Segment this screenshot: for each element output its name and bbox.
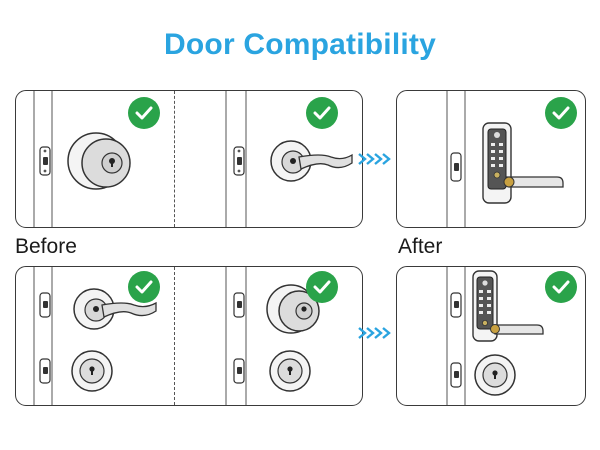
after-label: After xyxy=(398,235,443,258)
check-circle-icon xyxy=(306,271,338,303)
check-circle-icon xyxy=(128,271,160,303)
chevron-triple-right-icon xyxy=(358,327,391,339)
check-circle-icon xyxy=(128,97,160,129)
chevron-triple-right-icon xyxy=(358,153,391,165)
check-circle-icon xyxy=(545,271,577,303)
check-circle-icon xyxy=(306,97,338,129)
check-circle-icon xyxy=(545,97,577,129)
page-title: Door Compatibility xyxy=(164,28,436,61)
strike-plate-icon xyxy=(39,146,51,176)
after-panel-top xyxy=(396,90,586,228)
after-panel-bottom xyxy=(396,266,586,406)
panel-divider xyxy=(174,267,175,405)
panel-divider xyxy=(174,91,175,227)
before-panel-bottom xyxy=(15,266,363,406)
before-panel-top xyxy=(15,90,363,228)
before-label: Before xyxy=(15,235,77,258)
